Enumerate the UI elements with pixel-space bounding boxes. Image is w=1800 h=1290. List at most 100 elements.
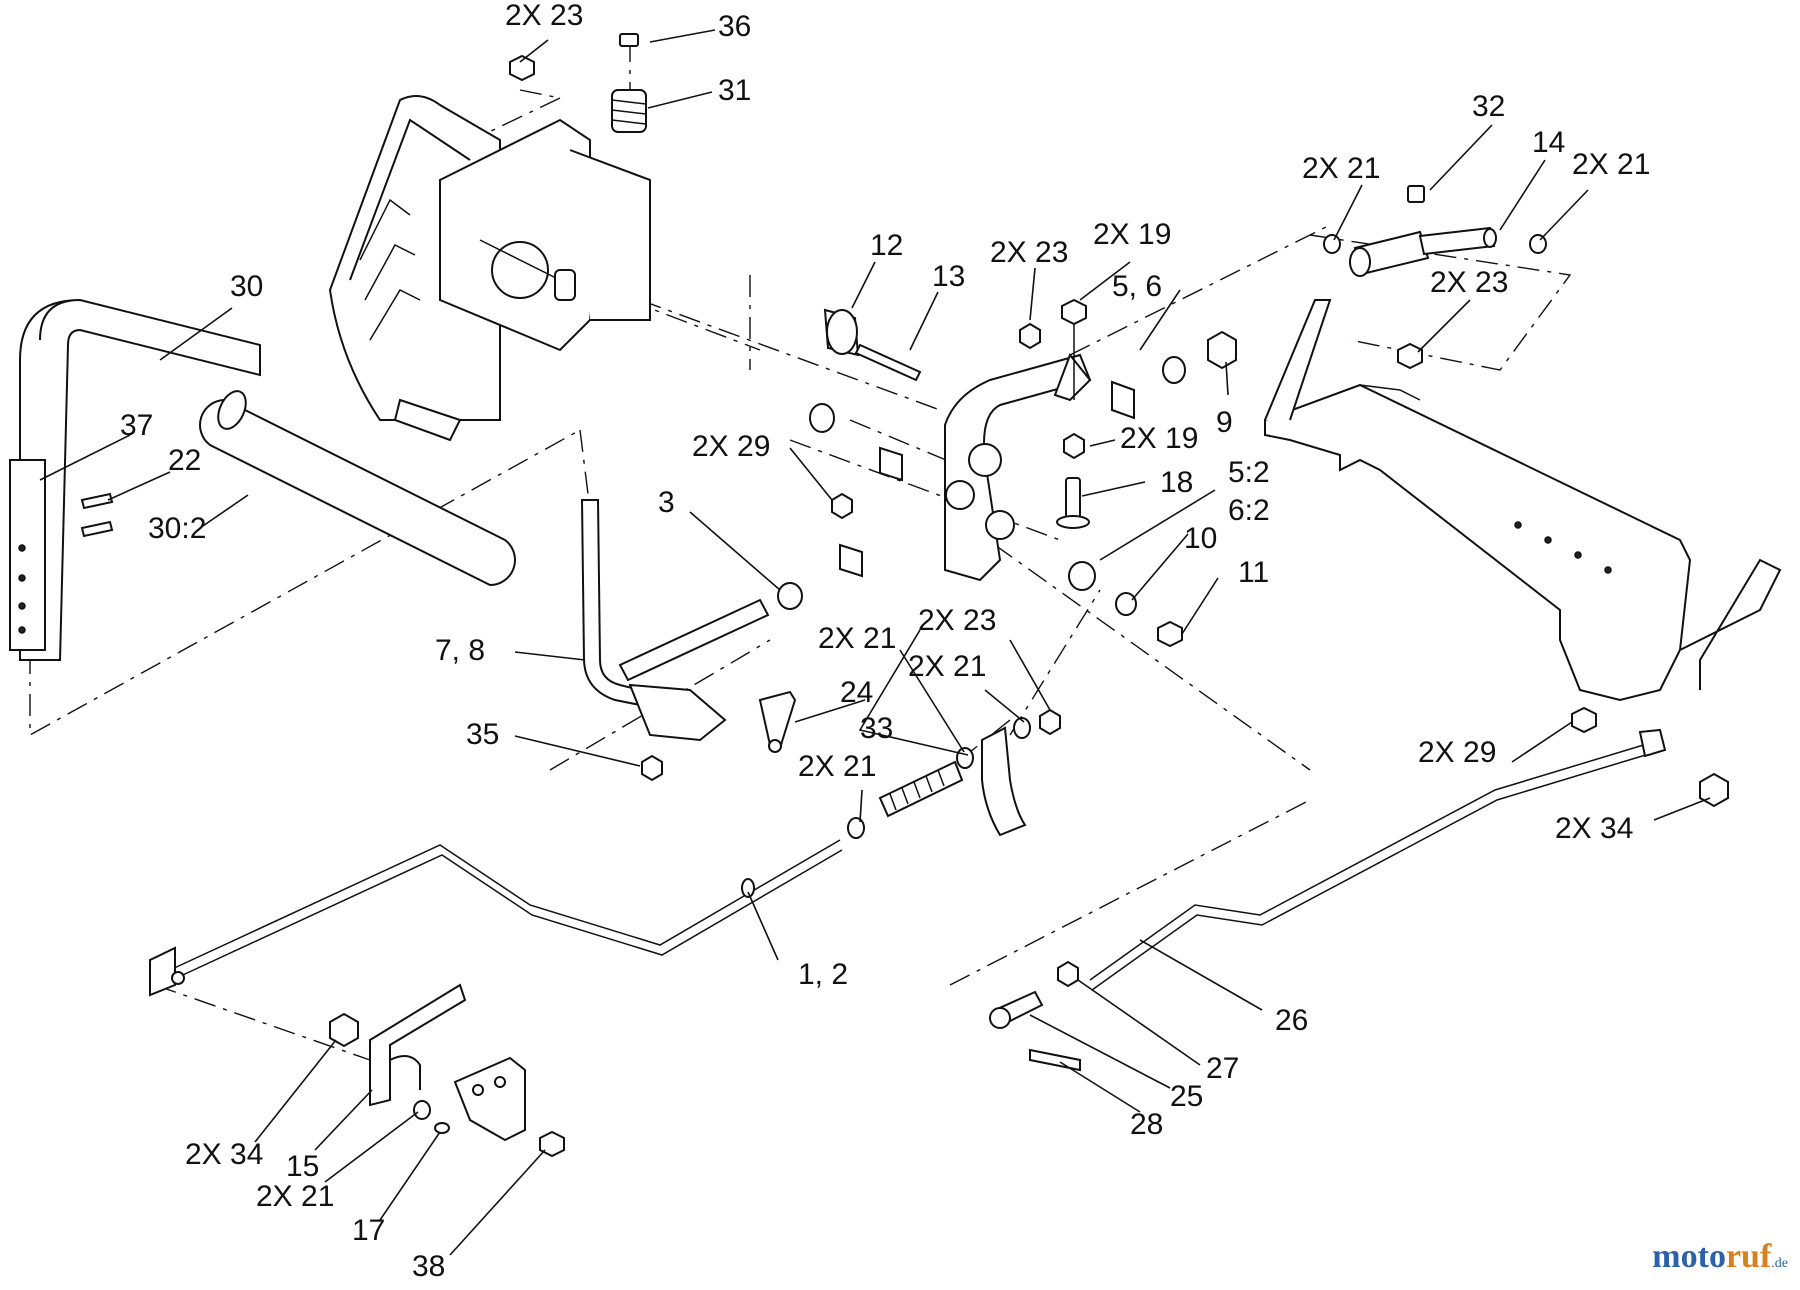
leader-lines xyxy=(39,29,1711,1256)
washer-left xyxy=(809,403,835,433)
callout-32: 32 xyxy=(1472,90,1505,123)
callout-26: 26 xyxy=(1275,1004,1308,1037)
callout-1-2: 1, 2 xyxy=(798,958,848,991)
callout-18: 18 xyxy=(1160,466,1193,499)
nut-2x29-right xyxy=(1571,706,1597,734)
plate-bracket xyxy=(453,1056,526,1142)
callout-2x21-c: 2X 21 xyxy=(798,750,876,783)
callout-2x34-left: 2X 34 xyxy=(185,1138,263,1171)
cylinder-part-14 xyxy=(1349,226,1497,277)
callout-5-2: 5:2 xyxy=(1228,456,1270,489)
shift-lever-part-7-8 xyxy=(580,499,770,742)
callout-13: 13 xyxy=(932,260,965,293)
watermark-part-b: ruf xyxy=(1725,1238,1772,1275)
nut-2x23-top xyxy=(509,54,535,82)
bolt-13 xyxy=(854,343,922,382)
watermark-logo: motoruf.de xyxy=(1652,1238,1788,1276)
washer-top-9 xyxy=(1162,356,1186,384)
bracket-15 xyxy=(369,983,467,1107)
link-24 xyxy=(758,690,797,753)
spring-33 xyxy=(878,760,964,818)
washer-2x21-bot xyxy=(413,1100,431,1120)
callout-2x29-right: 2X 29 xyxy=(1418,736,1496,769)
callout-31: 31 xyxy=(718,74,751,107)
callout-2x23-mid: 2X 23 xyxy=(990,236,1068,269)
callout-14: 14 xyxy=(1532,126,1565,159)
callout-22: 22 xyxy=(168,444,201,477)
pedal-bracket-part-5-6 xyxy=(944,353,1092,582)
bolt-32 xyxy=(1407,185,1425,203)
washer-2x21-c xyxy=(847,817,865,839)
callout-5-6: 5, 6 xyxy=(1112,270,1162,303)
nut-27 xyxy=(1057,960,1079,988)
callout-36: 36 xyxy=(718,10,751,43)
callout-35: 35 xyxy=(466,718,499,751)
callout-30-2: 30:2 xyxy=(148,512,206,545)
handle-bar-part-30 xyxy=(9,298,516,661)
nut-35 xyxy=(641,754,663,782)
callout-2x21-rl: 2X 21 xyxy=(1302,152,1380,185)
callout-2x23-right: 2X 23 xyxy=(1430,266,1508,299)
bushing-3 xyxy=(839,543,863,578)
callout-30: 30 xyxy=(230,270,263,303)
washer-10 xyxy=(1115,592,1137,616)
callout-2x19-top: 2X 19 xyxy=(1093,218,1171,251)
nut-2x23-center xyxy=(1019,322,1041,350)
callout-2x21-b: 2X 21 xyxy=(908,650,986,683)
assembly-lines xyxy=(29,40,1572,1061)
washer-3 xyxy=(777,582,803,610)
pin-18 xyxy=(1056,477,1090,529)
rod-part-1-2 xyxy=(149,839,843,997)
nut-11 xyxy=(1157,620,1183,648)
callout-37: 37 xyxy=(120,409,153,442)
callout-33: 33 xyxy=(860,712,893,745)
spring-31 xyxy=(611,89,647,133)
callout-11: 11 xyxy=(1238,556,1269,589)
callout-17: 17 xyxy=(352,1214,385,1247)
bolt-28 xyxy=(1029,1048,1081,1072)
bolt-36 xyxy=(619,33,639,47)
callout-2x29-mid: 2X 29 xyxy=(692,430,770,463)
washer-2x21-b xyxy=(1013,717,1031,739)
rod-part-26 xyxy=(1089,728,1667,991)
callout-27: 27 xyxy=(1206,1052,1239,1085)
bolt-2x34-left xyxy=(329,1012,359,1048)
callout-labels: 2X 23 36 31 30 37 22 30:2 12 13 2X 23 2X… xyxy=(120,0,1650,1283)
nut-2x23-right xyxy=(1397,342,1423,370)
callout-24: 24 xyxy=(840,676,873,709)
callout-2x23-top: 2X 23 xyxy=(505,0,583,32)
nut-38 xyxy=(539,1130,565,1158)
side-plate-assembly xyxy=(328,95,651,442)
washer-2x21-a xyxy=(956,747,974,769)
callout-2x19-mid: 2X 19 xyxy=(1120,422,1198,455)
callout-6-2: 6:2 xyxy=(1228,494,1270,527)
nut-2x19-mid xyxy=(1063,432,1085,460)
washer-2x21-rt xyxy=(1529,234,1547,254)
washer-2x21-rl xyxy=(1323,234,1341,254)
callout-38: 38 xyxy=(412,1250,445,1283)
callout-9: 9 xyxy=(1216,406,1233,439)
callout-10: 10 xyxy=(1184,522,1217,555)
bushing-mid xyxy=(879,446,903,482)
rod-end-25 xyxy=(989,990,1044,1029)
nut-9 xyxy=(1207,330,1237,370)
washer-17 xyxy=(434,1122,450,1134)
callout-2x21-rt: 2X 21 xyxy=(1572,148,1650,181)
frame-right xyxy=(1264,299,1782,702)
callout-7-8: 7, 8 xyxy=(435,634,485,667)
washer-5-2 xyxy=(1068,561,1096,591)
callout-3: 3 xyxy=(658,486,675,519)
callout-2x23-low: 2X 23 xyxy=(918,604,996,637)
callout-25: 25 xyxy=(1170,1080,1203,1113)
nut-2x29-mid xyxy=(831,492,853,520)
callout-2x21-a: 2X 21 xyxy=(818,622,896,655)
nut-2x23-low xyxy=(1039,708,1061,736)
pedal-arm xyxy=(981,726,1027,837)
bushing-9 xyxy=(1111,380,1135,420)
callout-2x34-right: 2X 34 xyxy=(1555,812,1633,845)
callout-2x21-bot: 2X 21 xyxy=(256,1180,334,1213)
callout-28: 28 xyxy=(1130,1108,1163,1141)
bushing-12 xyxy=(823,308,860,357)
watermark-part-a: moto xyxy=(1652,1238,1726,1275)
